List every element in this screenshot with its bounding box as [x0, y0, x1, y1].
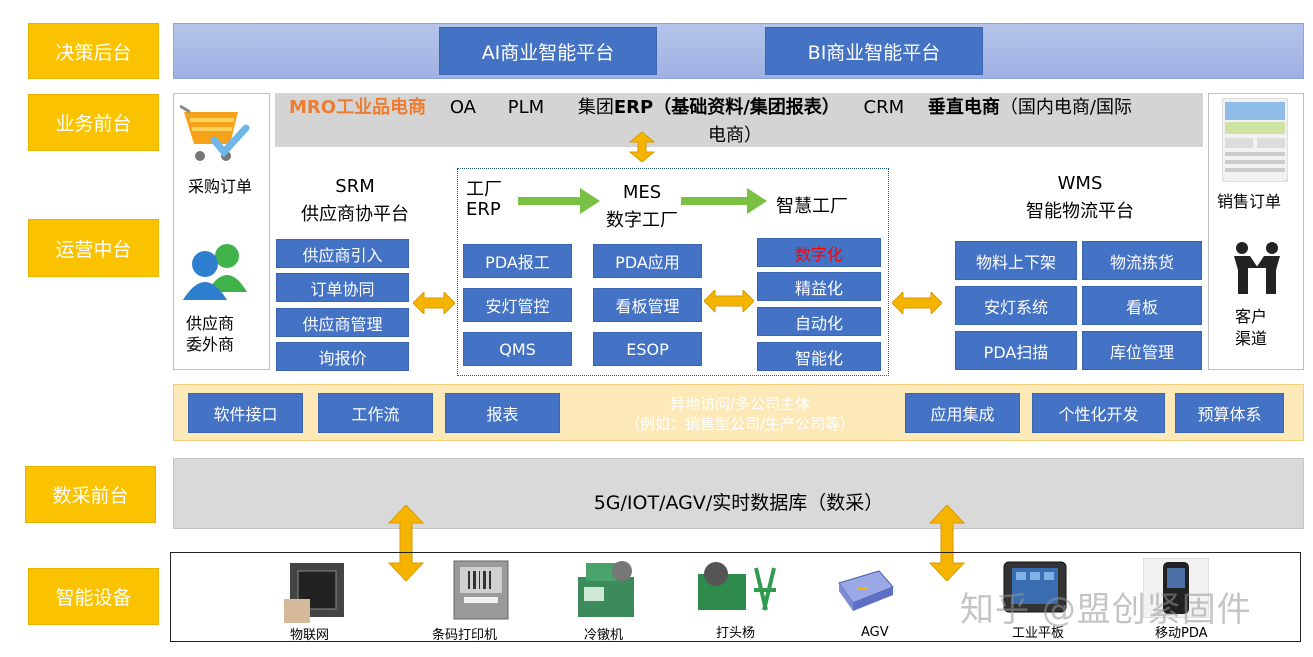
mes-smart-arrow-icon — [704, 290, 754, 312]
factory-automation[interactable]: 自动化 — [757, 307, 881, 336]
factory-intelligence[interactable]: 智能化 — [757, 342, 881, 371]
handshake-icon — [1234, 242, 1280, 294]
crm-label: CRM — [863, 97, 905, 118]
left-partner-panel — [173, 93, 270, 370]
supplier-label: 供应商 — [186, 314, 235, 333]
sales-order-label: 销售订单 — [1217, 192, 1282, 211]
iot-chip-icon — [284, 563, 344, 623]
business-systems-text: MRO工业品电商 OA PLM 集团ERP（基础资料/集团报表） CRM 垂直电… — [289, 96, 1199, 120]
platform-multi-company-line1: 异地访问/多公司主体 — [669, 395, 811, 413]
mro-label: MRO工业品电商 — [289, 97, 427, 118]
group-prefix-label: 集团 — [577, 97, 614, 118]
business-bar — [275, 93, 1203, 147]
data-acquisition-label: 5G/IOT/AGV/实时数据库（数采） — [593, 492, 884, 514]
data-acquisition-bar — [173, 458, 1304, 529]
wms-title: WMS — [1057, 173, 1103, 194]
factory-qms[interactable]: QMS — [463, 332, 572, 366]
device-cold-heading-label: 冷镦机 — [584, 628, 624, 643]
device-header-machine-label: 打头杨 — [716, 626, 756, 641]
smart-factory-title: 智慧工厂 — [776, 196, 848, 217]
customer-label: 客户 — [1235, 307, 1268, 326]
factory-erp-line1: 工厂 — [466, 179, 502, 200]
bi-platform-button[interactable]: BI商业智能平台 — [765, 27, 983, 75]
mobile-pda-icon — [1143, 558, 1209, 618]
vertical-ecommerce-label: 垂直电商 — [927, 97, 1000, 118]
cold-heading-machine-icon — [578, 561, 634, 617]
device-tablet-label: 工业平板 — [1012, 626, 1065, 641]
srm-item-supplier-mgmt[interactable]: 供应商管理 — [276, 308, 409, 337]
wms-kanban[interactable]: 看板 — [1082, 286, 1202, 325]
erp-to-mes-arrow-icon — [518, 188, 600, 214]
watermark-text: 知乎 @盟创紧固件 — [960, 590, 1252, 630]
oa-label: OA — [449, 97, 476, 118]
factory-digitalization[interactable]: 数字化 — [757, 238, 881, 267]
srm-item-order-collab[interactable]: 订单协同 — [276, 273, 409, 302]
tier-label-operation: 运营中台 — [28, 219, 159, 277]
data-device-arrow-left-icon — [388, 505, 424, 581]
platform-multi-company-line2: （例如：销售型公司/生产公司等） — [624, 415, 856, 433]
wms-picking[interactable]: 物流拣货 — [1082, 241, 1202, 280]
srm-title: SRM — [335, 176, 375, 197]
wms-pda-scan[interactable]: PDA扫描 — [955, 331, 1077, 370]
purchase-order-label: 采购订单 — [188, 177, 253, 196]
device-agv-label: AGV — [861, 625, 889, 640]
wms-andon[interactable]: 安灯系统 — [955, 286, 1077, 325]
factory-kanban-mgmt[interactable]: 看板管理 — [593, 288, 702, 322]
platform-budget[interactable]: 预算体系 — [1175, 393, 1284, 433]
tier-label-devices: 智能设备 — [28, 568, 159, 625]
plm-label: PLM — [507, 97, 545, 118]
mes-subtitle: 数字工厂 — [606, 210, 678, 231]
ai-platform-button[interactable]: AI商业智能平台 — [439, 27, 657, 75]
users-icon — [183, 244, 247, 300]
mobile-app-icon — [1222, 98, 1288, 182]
tier-label-data: 数采前台 — [25, 466, 156, 523]
device-barcode-printer-label: 条码打印机 — [432, 628, 498, 643]
mes-to-smart-arrow-icon — [681, 188, 767, 214]
srm-item-inquiry[interactable]: 询报价 — [276, 342, 409, 371]
factory-box — [457, 168, 889, 376]
wms-putaway[interactable]: 物料上下架 — [955, 241, 1077, 280]
platform-software-interface[interactable]: 软件接口 — [188, 393, 303, 433]
barcode-printer-icon — [453, 560, 509, 620]
platform-customization[interactable]: 个性化开发 — [1032, 393, 1165, 433]
erp-label: ERP（基础资料/集团报表） — [613, 97, 840, 118]
srm-item-supplier-intro[interactable]: 供应商引入 — [276, 239, 409, 268]
factory-pda-app[interactable]: PDA应用 — [593, 244, 702, 278]
device-pda-label: 移动PDA — [1155, 626, 1208, 641]
factory-erp-line2: ERP — [466, 199, 501, 220]
devices-panel — [170, 552, 1301, 642]
wms-location-mgmt[interactable]: 库位管理 — [1082, 331, 1202, 370]
factory-wms-arrow-icon — [892, 292, 942, 314]
platform-reports[interactable]: 报表 — [445, 393, 560, 433]
device-iot-label: 物联网 — [290, 628, 330, 643]
platform-app-integration[interactable]: 应用集成 — [905, 393, 1020, 433]
vertical-ecommerce-detail: （国内电商/国际 — [999, 97, 1132, 118]
srm-factory-arrow-icon — [413, 292, 455, 314]
header-machine-icon — [698, 562, 776, 611]
factory-lean[interactable]: 精益化 — [757, 272, 881, 301]
mes-title: MES — [622, 182, 662, 203]
srm-subtitle: 供应商协平台 — [301, 204, 409, 225]
channel-label: 渠道 — [1235, 329, 1268, 348]
data-device-arrow-right-icon — [929, 505, 965, 581]
vertical-ecommerce-cont: 电商） — [708, 125, 762, 146]
factory-esop[interactable]: ESOP — [593, 332, 702, 366]
tier-label-business: 业务前台 — [28, 94, 159, 151]
factory-andon-control[interactable]: 安灯管控 — [463, 288, 572, 322]
agv-icon — [838, 570, 894, 611]
industrial-tablet-icon — [1003, 561, 1067, 613]
wms-subtitle: 智能物流平台 — [1026, 201, 1134, 222]
decision-band — [173, 23, 1304, 79]
shopping-cart-icon — [180, 104, 250, 161]
tier-label-decision: 决策后台 — [28, 23, 159, 79]
factory-pda-report[interactable]: PDA报工 — [463, 244, 572, 278]
right-partner-panel — [1208, 93, 1304, 370]
platform-workflow[interactable]: 工作流 — [318, 393, 433, 433]
outsourcer-label: 委外商 — [186, 335, 235, 354]
business-factory-arrow-icon — [629, 132, 655, 162]
